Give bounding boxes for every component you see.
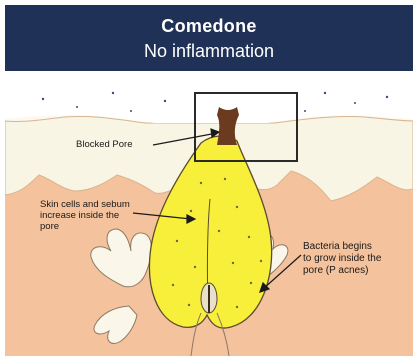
diagram-subtitle: No inflammation <box>5 41 413 62</box>
label-bacteria: Bacteria begins to grow inside the pore … <box>303 241 383 277</box>
label-skin-cells-sebum: Skin cells and sebum increase inside the… <box>40 199 135 232</box>
label-blocked-pore: Blocked Pore <box>76 139 133 150</box>
diagram-title: Comedone <box>5 16 413 37</box>
diagram-header: Comedone No inflammation <box>5 5 413 71</box>
